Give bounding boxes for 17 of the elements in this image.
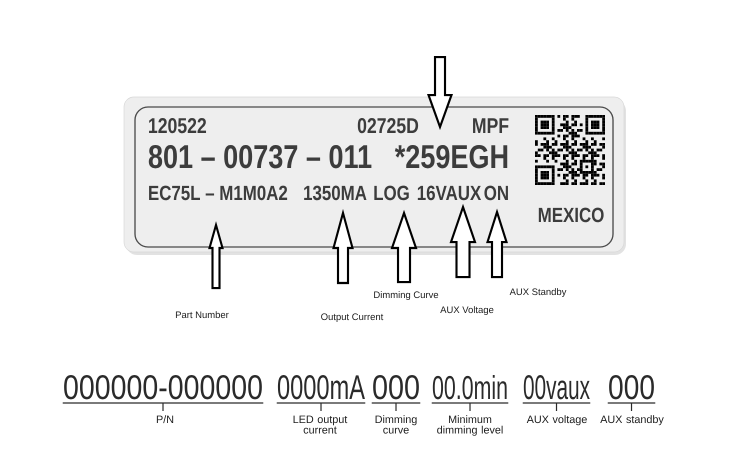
caption: AUX Standby (510, 288, 566, 297)
format-code: 000 (609, 375, 654, 400)
caption: Output Current (321, 313, 384, 322)
format-code: 000 (373, 375, 419, 400)
field-caption: P/N (156, 415, 174, 424)
field-caption: AUX voltage (526, 415, 587, 426)
format-code: 000000-000000 (64, 375, 262, 400)
format-code: 00.0min (432, 375, 507, 400)
field-caption: LED output current (294, 416, 348, 434)
caption: Part Number (176, 311, 229, 318)
caption: AUX Voltage (440, 306, 494, 315)
field-caption: Dimming curve (376, 415, 417, 434)
format-code: 0000mA (278, 375, 365, 400)
field-caption: AUX standby (600, 415, 664, 426)
format-code: 00vaux (524, 375, 590, 400)
field-caption: Minimum dimming level (437, 415, 503, 436)
caption: Dimming Curve (374, 291, 438, 300)
